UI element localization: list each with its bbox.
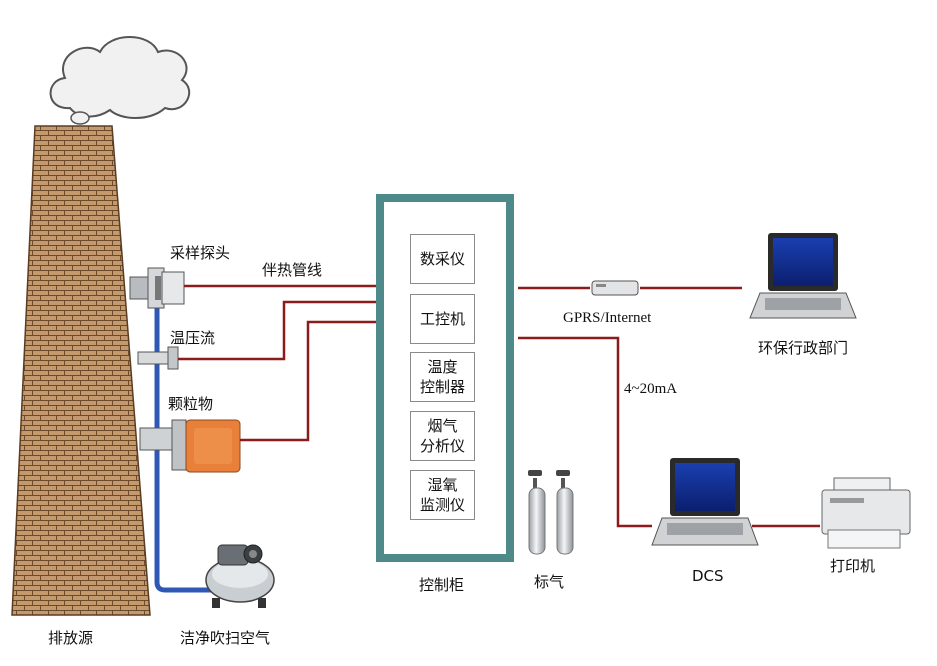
heated-line-particulate [240, 320, 376, 442]
smoke-cloud-icon [49, 36, 191, 125]
dcs-laptop-icon [651, 458, 759, 546]
label-heated-line: 伴热管线 [262, 261, 323, 279]
label-chimney: 排放源 [48, 629, 94, 647]
sampling-probe-icon [129, 267, 185, 309]
module-data-acquisition: 数采仪 [410, 234, 475, 284]
module-flue-gas-analyzer: 烟气 分析仪 [410, 411, 475, 461]
module-line: 烟气 [427, 417, 458, 435]
module-line: 工控机 [419, 310, 465, 328]
line-to-dcs [518, 336, 652, 528]
temp-pressure-flow-sensor-icon [137, 346, 179, 370]
printer-icon [821, 477, 911, 549]
label-temp-pressure-flow: 温压流 [170, 329, 216, 347]
label-printer: 打印机 [830, 557, 876, 575]
heated-line-tpf [178, 300, 376, 361]
module-temperature-controller: 温度 控制器 [410, 352, 475, 402]
module-humidity-oxygen-monitor: 湿氧 监测仪 [410, 470, 475, 520]
label-gprs: GPRS/Internet [563, 310, 652, 326]
label-sampling-probe: 采样探头 [170, 244, 231, 262]
air-compressor-icon [205, 544, 275, 608]
heated-line-group [178, 284, 376, 442]
module-line: 分析仪 [419, 437, 465, 455]
label-purge-air: 洁净吹扫空气 [180, 629, 271, 647]
label-control-cabinet: 控制柜 [419, 576, 465, 594]
module-line: 数采仪 [419, 250, 465, 268]
module-line: 湿氧 [427, 476, 458, 494]
module-line: 监测仪 [419, 496, 465, 514]
label-analog-signal: 4~20mA [624, 381, 678, 397]
label-calibration-gas: 标气 [534, 573, 565, 591]
particulate-monitor-icon [139, 419, 241, 473]
label-dcs: DCS [692, 567, 724, 585]
calibration-gas-cylinders-icon [528, 470, 574, 555]
epa-laptop-icon [749, 233, 857, 319]
gprs-modem-icon [591, 280, 639, 296]
module-industrial-pc: 工控机 [410, 294, 475, 344]
label-epa: 环保行政部门 [758, 339, 849, 357]
label-particulate: 颗粒物 [168, 395, 214, 413]
module-line: 温度 [427, 358, 458, 376]
output-line-group [518, 286, 820, 528]
chimney [11, 125, 151, 616]
purge-air-tube [154, 295, 212, 593]
module-line: 控制器 [419, 378, 465, 396]
